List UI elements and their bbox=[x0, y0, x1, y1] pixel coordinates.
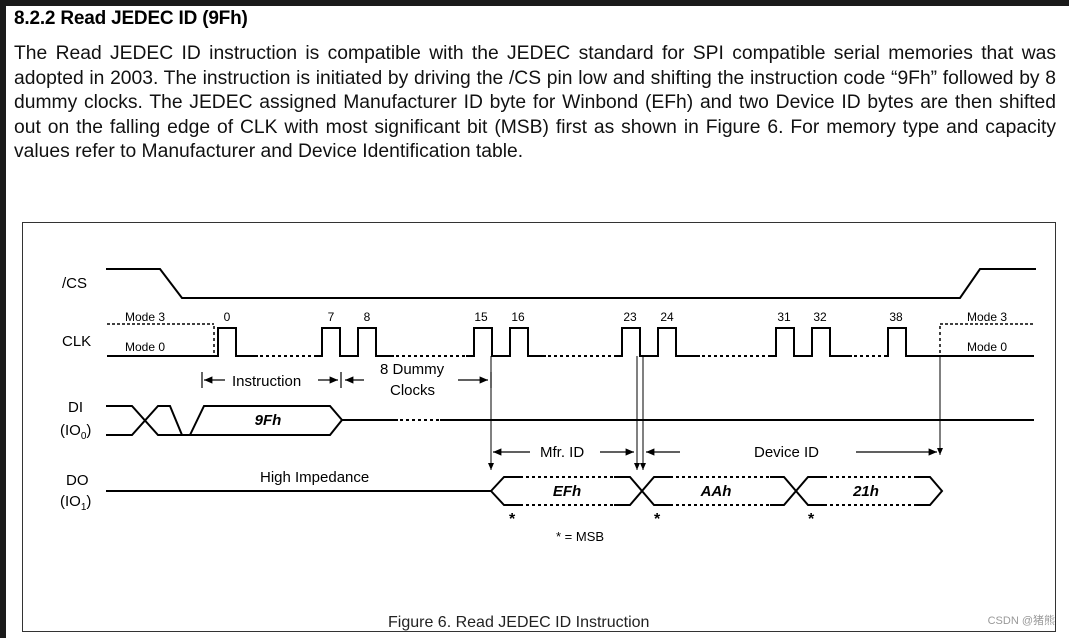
clk-segment-1 bbox=[107, 327, 258, 357]
msb-star-1: * bbox=[509, 511, 516, 528]
document-page bbox=[6, 6, 1069, 638]
msb-legend: * = MSB bbox=[556, 529, 604, 544]
figure-caption: Figure 6. Read JEDEC ID Instruction bbox=[388, 614, 650, 631]
instruction-label: Instruction bbox=[232, 373, 301, 390]
clk-num-31: 31 bbox=[777, 310, 791, 324]
clk-segment-2 bbox=[316, 327, 394, 357]
clk-num-7: 7 bbox=[328, 310, 335, 324]
cs-label: /CS bbox=[62, 275, 87, 292]
mode3-right-label: Mode 3 bbox=[967, 310, 1007, 324]
clk-num-24: 24 bbox=[660, 310, 674, 324]
clk-segment-3 bbox=[466, 327, 546, 357]
clk-num-15: 15 bbox=[474, 310, 488, 324]
device-id-label: Device ID bbox=[754, 444, 819, 461]
di-value-label: 9Fh bbox=[255, 412, 282, 429]
clk-num-38: 38 bbox=[889, 310, 903, 324]
clk-label: CLK bbox=[62, 333, 91, 350]
msb-star-2: * bbox=[654, 511, 661, 528]
do-sub-label: (IO1) bbox=[60, 493, 91, 513]
dummy-label-line1: 8 Dummy bbox=[380, 361, 445, 378]
clk-num-16: 16 bbox=[511, 310, 525, 324]
clk-segment-6 bbox=[884, 327, 1034, 357]
body-paragraph: The Read JEDEC ID instruction is compati… bbox=[14, 43, 1056, 163]
do-21h-label: 21h bbox=[852, 483, 879, 500]
msb-star-3: * bbox=[808, 511, 815, 528]
do-efh-label: EFh bbox=[553, 483, 581, 500]
watermark: CSDN @猪熊 bbox=[987, 615, 1055, 627]
clk-num-23: 23 bbox=[623, 310, 637, 324]
di-label: DI bbox=[68, 399, 83, 416]
figure-frame bbox=[22, 222, 1056, 632]
mode3-left-label: Mode 3 bbox=[125, 310, 165, 324]
do-21h-block bbox=[795, 476, 944, 506]
high-impedance-label: High Impedance bbox=[260, 469, 369, 486]
mfr-id-label: Mfr. ID bbox=[540, 444, 584, 461]
mode0-left-label: Mode 0 bbox=[125, 340, 165, 354]
mode0-right-label: Mode 0 bbox=[967, 340, 1007, 354]
do-label: DO bbox=[66, 472, 89, 489]
dummy-label-line2: Clocks bbox=[390, 382, 435, 399]
clk-num-32: 32 bbox=[813, 310, 827, 324]
clk-num-0: 0 bbox=[224, 310, 231, 324]
clk-segment-4 bbox=[614, 327, 700, 357]
cs-waveform bbox=[106, 268, 1036, 299]
section-heading: 8.2.2 Read JEDEC ID (9Fh) bbox=[14, 8, 248, 29]
clk-segment-5 bbox=[768, 327, 852, 357]
clk-num-8: 8 bbox=[364, 310, 371, 324]
do-aah-label: AAh bbox=[700, 483, 732, 500]
di-sub-label: (IO0) bbox=[60, 422, 91, 442]
di-9fh-block bbox=[188, 405, 344, 436]
